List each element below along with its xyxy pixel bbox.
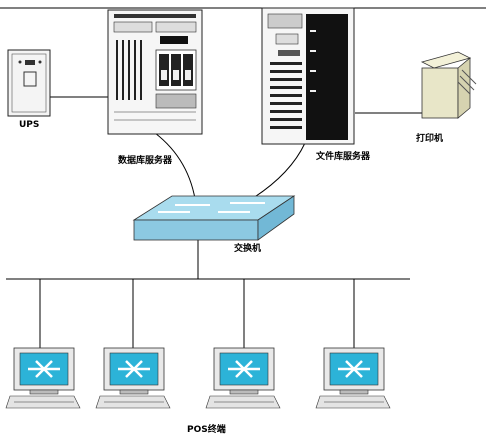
switch-icon (132, 195, 296, 241)
printer-icon (420, 51, 477, 119)
ups-icon (7, 49, 51, 117)
pos-terminal-4 (315, 347, 391, 409)
file-server-icon (261, 7, 355, 145)
switch-label: 交换机 (234, 244, 262, 254)
db-to-switch-line (154, 132, 197, 206)
pos-terminal-label: POS终端 (187, 425, 226, 435)
pos-terminal-2 (95, 347, 171, 409)
ups-label: UPS (19, 120, 40, 130)
pos-terminal-3 (205, 347, 281, 409)
file-server-label: 文件库服务器 (316, 152, 371, 162)
database-server-label: 数据库服务器 (118, 156, 173, 166)
database-server-icon (107, 9, 203, 135)
pos-terminal-1 (5, 347, 81, 409)
printer-label: 打印机 (416, 134, 444, 144)
file-to-switch-line (249, 142, 306, 201)
connection-lines (6, 96, 422, 348)
